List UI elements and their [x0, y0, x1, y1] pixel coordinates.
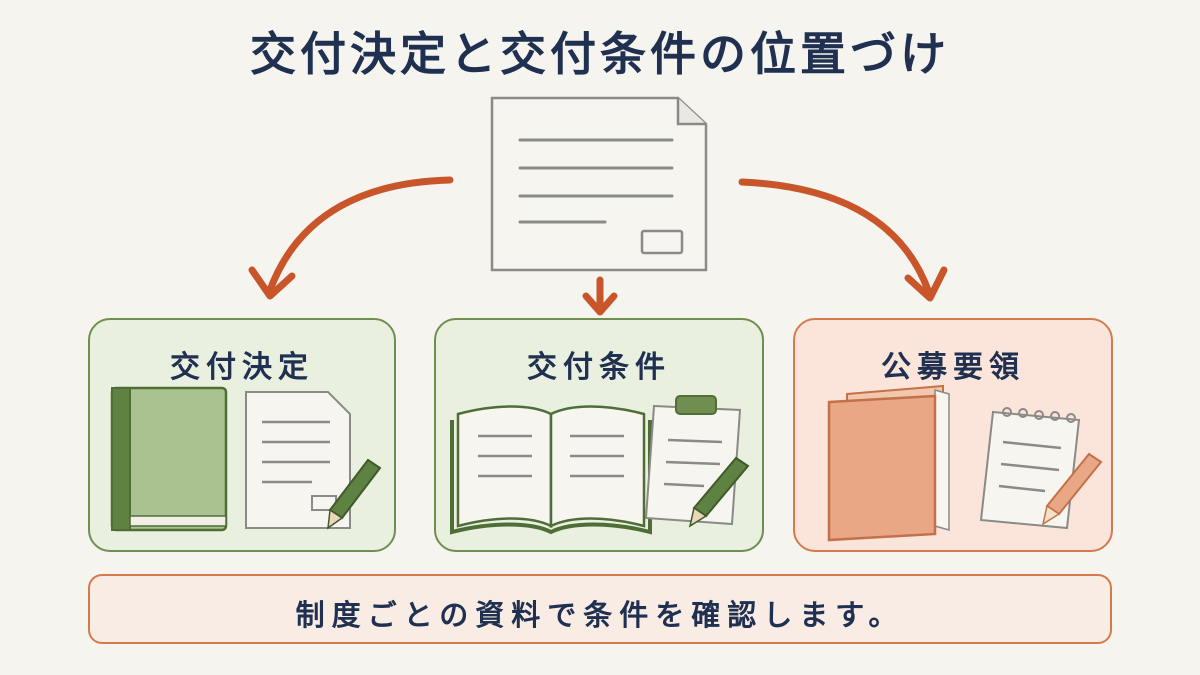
panel-label: 公募要領 [881, 350, 1025, 385]
page-title: 交付決定と交付条件の位置づけ [250, 27, 950, 81]
panel-icons [827, 384, 1103, 542]
arrow-right [738, 178, 948, 302]
folder-icon [827, 384, 950, 542]
open-book-icon [450, 405, 652, 535]
notepad-icon [979, 407, 1081, 530]
pencil-icon [327, 458, 382, 530]
panel-icons [450, 395, 750, 535]
pencil-icon [1041, 452, 1103, 526]
pencil-icon [688, 456, 750, 528]
book-icon [110, 386, 228, 532]
panel-kobo-yoryo: 公募要領 [793, 318, 1113, 552]
summary-note-text: 制度ごとの資料で条件を確認します。 [295, 598, 905, 632]
panel-kofu-joken: 交付条件 [434, 318, 764, 552]
panel-label: 交付決定 [170, 350, 314, 385]
paper-icon [245, 391, 351, 529]
arrow-left [248, 176, 454, 300]
arrow-center [582, 276, 618, 316]
summary-note: 制度ごとの資料で条件を確認します。 [88, 574, 1112, 644]
clipboard-icon [644, 395, 742, 526]
panel-icons [110, 386, 382, 532]
panel-label: 交付条件 [527, 350, 671, 385]
panel-kofu-kettei: 交付決定 [88, 318, 396, 552]
document-icon [490, 96, 708, 272]
